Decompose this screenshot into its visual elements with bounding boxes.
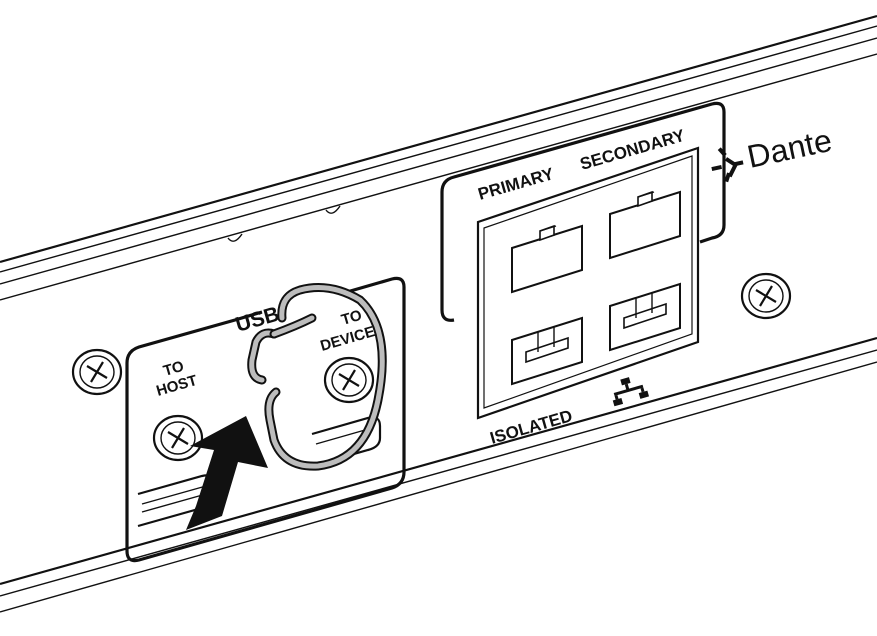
- screw-icon: [740, 272, 792, 320]
- isolated-port[interactable]: [511, 316, 583, 386]
- dante-logo-icon: [711, 147, 744, 183]
- device-panel: [0, 14, 877, 613]
- to-host-label-line1: TO: [161, 358, 186, 380]
- network-icon: [612, 377, 650, 407]
- to-device-label-line1: TO: [339, 307, 364, 329]
- screw-icon: [71, 348, 123, 396]
- dante-section: PRIMARY SECONDARY ISOLATED: [440, 101, 726, 448]
- device-screw: [323, 356, 375, 404]
- host-screw: [152, 414, 204, 462]
- secondary-port[interactable]: [609, 190, 681, 260]
- primary-port[interactable]: [511, 224, 583, 294]
- network-port[interactable]: [609, 282, 681, 352]
- cable-hook-icon[interactable]: [247, 283, 387, 471]
- insert-arrow-icon: [186, 416, 268, 530]
